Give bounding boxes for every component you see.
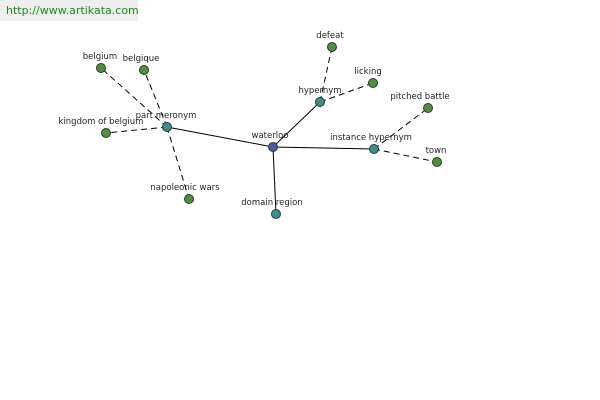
- edge-instance-hypernym-to-town: [373, 148, 438, 163]
- node-belgium[interactable]: [96, 63, 106, 73]
- node-label-kingdom-of-belgium[interactable]: kingdom of belgium: [59, 117, 144, 127]
- node-instance-hypernym[interactable]: [369, 144, 379, 154]
- edge-waterloo-to-part-meronym: [166, 126, 274, 148]
- node-label-pitched-battle[interactable]: pitched battle: [390, 92, 449, 102]
- node-label-town[interactable]: town: [426, 146, 447, 156]
- node-label-part-meronym[interactable]: part meronym: [136, 111, 197, 121]
- graph-nodes: [96, 42, 442, 219]
- edge-part-meronym-to-belgium: [100, 67, 168, 128]
- url-bar: http://www.artikata.com: [0, 0, 139, 21]
- node-town[interactable]: [432, 157, 442, 167]
- node-defeat[interactable]: [327, 42, 337, 52]
- edge-instance-hypernym-to-pitched-battle: [373, 107, 429, 150]
- node-hypernym[interactable]: [315, 97, 325, 107]
- node-waterloo[interactable]: [268, 142, 278, 152]
- node-domain-region[interactable]: [271, 209, 281, 219]
- node-licking[interactable]: [368, 78, 378, 88]
- node-label-defeat[interactable]: defeat: [316, 31, 344, 41]
- node-kingdom-of-belgium[interactable]: [101, 128, 111, 138]
- node-label-belgique[interactable]: belgique: [123, 54, 160, 64]
- graph-labels: waterloo part meronym hypernym instance hyp…: [59, 31, 450, 208]
- node-napoleonic-wars[interactable]: [184, 194, 194, 204]
- node-label-domain-region[interactable]: domain region: [241, 198, 302, 208]
- edge-waterloo-to-domain-region: [272, 146, 277, 215]
- edge-waterloo-to-hypernym: [272, 101, 321, 148]
- node-label-belgium[interactable]: belgium: [83, 52, 117, 62]
- site-link[interactable]: http://www.artikata.com: [6, 4, 139, 17]
- edge-waterloo-to-instance-hypernym: [272, 146, 375, 150]
- node-belgique[interactable]: [139, 65, 149, 75]
- edge-part-meronym-to-napoleonic-wars: [166, 126, 190, 200]
- node-label-licking[interactable]: licking: [354, 67, 381, 77]
- edge-part-meronym-to-belgique: [143, 69, 168, 128]
- node-pitched-battle[interactable]: [423, 103, 433, 113]
- node-label-napoleonic-wars[interactable]: napoleonic wars: [150, 183, 220, 193]
- node-label-hypernym[interactable]: hypernym: [298, 86, 341, 96]
- edge-part-meronym-to-kingdom-of-belgium: [105, 126, 168, 134]
- node-label-waterloo[interactable]: waterloo: [252, 131, 289, 141]
- graph-edges: [100, 46, 438, 215]
- node-label-instance-hypernym[interactable]: instance hypernym: [330, 133, 412, 143]
- node-part-meronym[interactable]: [162, 122, 172, 132]
